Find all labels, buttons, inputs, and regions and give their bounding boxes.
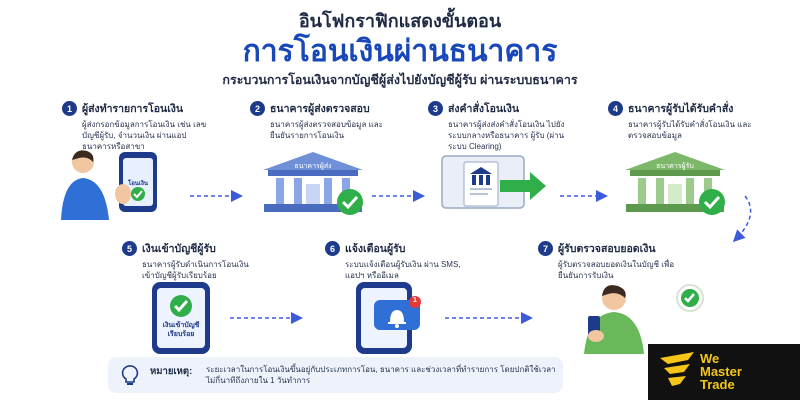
step-title: ธนาคารผู้ส่งตรวจสอบ xyxy=(270,103,370,115)
note-label: หมายเหตุ: xyxy=(150,366,193,377)
title-line1: อินโฟกราฟิกแสดงขั้นตอน xyxy=(298,11,502,31)
brand-logo: We Master Trade xyxy=(648,344,800,400)
brand-line2: Master xyxy=(700,364,742,379)
brand-line3: Trade xyxy=(700,377,735,392)
step-title: แจ้งเตือนผู้รับ xyxy=(345,243,406,255)
step-title: ส่งคำสั่งโอนเงิน xyxy=(448,103,520,115)
step-number: 1 xyxy=(62,101,77,116)
transfer-document-illustration xyxy=(440,152,550,216)
step-number: 4 xyxy=(608,101,623,116)
step-title: เงินเข้าบัญชีผู้รับ xyxy=(142,243,216,255)
step-6: 6 แจ้งเตือนผู้รับ ระบบแจ้งเตือนผู้รับเงิ… xyxy=(325,240,465,281)
step-description: ธนาคารผู้รับได้รับคำสั่งโอนเงิน และตรวจส… xyxy=(628,120,752,140)
sender-person-illustration: โอนเงิน xyxy=(55,148,180,220)
step-number: 7 xyxy=(538,241,553,256)
brand-name: We Master Trade xyxy=(700,352,742,391)
title-line2: การโอนเงินผ่านธนาคาร xyxy=(242,35,558,68)
step-number: 5 xyxy=(122,241,137,256)
account-credited-label: เงินเข้าบัญชี เรียบร้อย xyxy=(162,322,200,338)
step-description: ธนาคารผู้รับดำเนินการโอนเงิน เข้าบัญชีผู… xyxy=(142,260,249,280)
step-description: ระบบแจ้งเตือนผู้รับเงิน ผ่าน SMS, แอปฯ ห… xyxy=(345,260,461,280)
receiver-person-illustration xyxy=(578,282,718,354)
step-description: ธนาคารผู้ส่งส่งคำสั่งโอนเงิน ไปยังระบบกล… xyxy=(448,120,565,151)
step-description: ธนาคารผู้ส่งตรวจสอบข้อมูล และยืนยันรายกา… xyxy=(270,120,383,140)
notification-phone: 1 xyxy=(352,282,432,354)
step-3: 3 ส่งคำสั่งโอนเงิน ธนาคารผู้ส่งส่งคำสั่ง… xyxy=(428,100,578,152)
note-text: ระยะเวลาในการโอนเงินขึ้นอยู่กับประเภทการ… xyxy=(206,365,556,385)
subtitle: กระบวนการโอนเงินจากบัญชีผู้ส่งไปยังบัญชี… xyxy=(222,73,578,87)
step-number: 6 xyxy=(325,241,340,256)
step-5: 5 เงินเข้าบัญชีผู้รับ ธนาคารผู้รับดำเนิน… xyxy=(122,240,262,281)
step-number: 2 xyxy=(250,101,265,116)
step-title: ธนาคารผู้รับได้รับคำสั่ง xyxy=(628,103,734,115)
notification-badge: 1 xyxy=(413,297,417,304)
brand-line1: We xyxy=(700,351,720,366)
receiver-bank-label: ธนาคารผู้รับ xyxy=(656,163,694,170)
brand-mark-icon xyxy=(660,352,694,386)
phone-transfer-label: โอนเงิน xyxy=(127,181,148,187)
step-title: ผู้ส่งทำรายการโอนเงิน xyxy=(82,103,184,115)
step-1: 1 ผู้ส่งทำรายการโอนเงิน ผู้ส่งกรอกข้อมูล… xyxy=(62,100,212,152)
step-title: ผู้รับตรวจสอบยอดเงิน xyxy=(558,243,656,255)
step-4: 4 ธนาคารผู้รับได้รับคำสั่ง ธนาคารผู้รับไ… xyxy=(608,100,758,141)
receiver-bank-illustration: ธนาคารผู้รับ xyxy=(620,150,730,218)
account-credited-phone: เงินเข้าบัญชี เรียบร้อย xyxy=(146,282,216,354)
lightbulb-icon xyxy=(121,365,139,385)
arrow-4-7 xyxy=(732,195,752,243)
note-box: หมายเหตุ: ระยะเวลาในการโอนเงินขึ้นอยู่กั… xyxy=(108,357,563,393)
step-2: 2 ธนาคารผู้ส่งตรวจสอบ ธนาคารผู้ส่งตรวจสอ… xyxy=(250,100,390,141)
step-7: 7 ผู้รับตรวจสอบยอดเงิน ผู้รับตรวจสอบยอดเ… xyxy=(538,240,688,281)
step-description: ผู้ส่งกรอกข้อมูลการโอนเงิน เช่น เลขบัญชี… xyxy=(82,120,207,151)
sender-bank-illustration: ธนาคารผู้ส่ง xyxy=(258,150,368,218)
step-number: 3 xyxy=(428,101,443,116)
sender-bank-label: ธนาคารผู้ส่ง xyxy=(294,163,332,170)
step-description: ผู้รับตรวจสอบยอดเงินในบัญชี เพื่อยืนยันก… xyxy=(558,260,675,280)
